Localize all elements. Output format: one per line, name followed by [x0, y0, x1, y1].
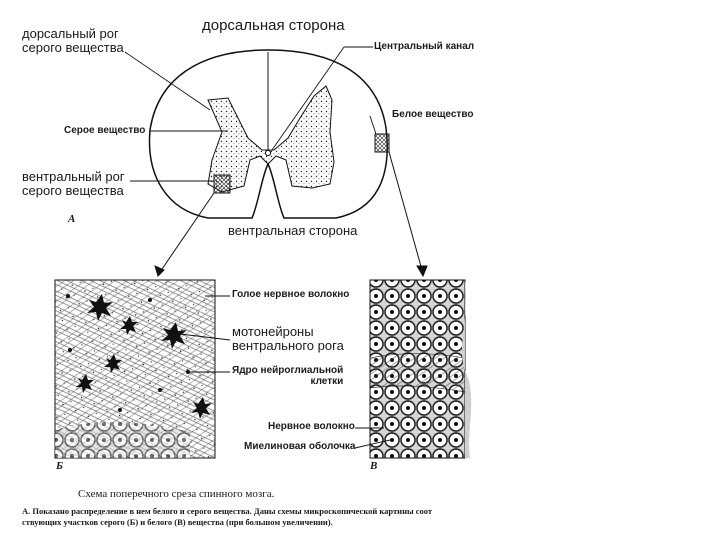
- caption-line-1: А. Показано распределение в нем белого и…: [22, 506, 433, 516]
- panel-b-leaders: [179, 295, 231, 373]
- ventral-side-label: вентральная сторона: [228, 223, 358, 238]
- central-canal: [264, 149, 272, 157]
- naked-fiber-label: Голое нервное волокно: [232, 289, 350, 300]
- dorsal-horn-label: дорсальный рог серого вещества: [22, 26, 124, 55]
- cross-section: [148, 49, 390, 219]
- panel-v-leaders: [354, 427, 391, 449]
- caption-title: Схема поперечного среза спинного мозга.: [78, 488, 275, 500]
- ventral-horn-label: вентральный рог серого вещества: [22, 169, 125, 198]
- motoneuron-cells: [66, 294, 212, 419]
- neuroglia-nucleus-label: Ядро нейроглиальной клетки: [232, 365, 344, 387]
- panel-a-leaders: [124, 46, 377, 182]
- central-canal-label: Центральный канал: [374, 41, 475, 52]
- panel-b-letter: Б: [56, 460, 63, 472]
- gray-sample-box: [213, 174, 231, 194]
- caption-line-2: ствующих участков серого (Б) и белого (В…: [22, 517, 333, 527]
- dorsal-side-label: дорсальная сторона: [202, 17, 345, 34]
- myelin-sheath-label: Миелиновая оболочка: [244, 441, 356, 452]
- white-sample-box: [374, 133, 390, 153]
- motoneurons-label: мотонейроны вентрального рога: [232, 324, 344, 353]
- gray-matter-label: Серое вещество: [64, 125, 146, 136]
- panel-a-letter: А: [68, 213, 76, 225]
- gray-matter-micrograph: [54, 279, 216, 459]
- zoom-arrows: [154, 151, 428, 278]
- panel-v-letter: В: [370, 460, 378, 472]
- white-matter-micrograph: [369, 279, 472, 459]
- white-matter-label: Белое вещество: [392, 109, 474, 120]
- nerve-fiber-label: Нервное волокно: [268, 421, 355, 432]
